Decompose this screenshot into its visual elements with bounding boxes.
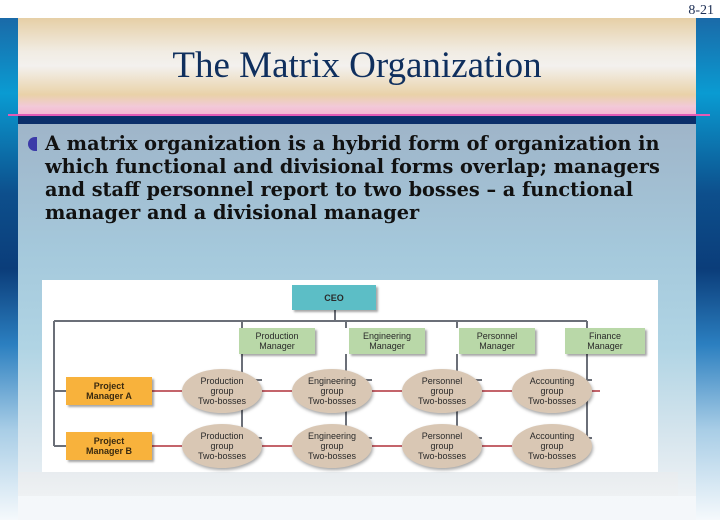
group-label: Production [200, 431, 244, 441]
slide-title: The Matrix Organization [172, 45, 542, 86]
production-group-a: Production group Two-bosses [182, 369, 262, 413]
group-label: Two-bosses [417, 451, 467, 461]
group-label: group [430, 441, 454, 451]
personnel-group-a: Personnel group Two-bosses [402, 369, 482, 413]
group-label: group [320, 386, 344, 396]
group-label: Personnel [421, 431, 463, 441]
manager-label: Manager [479, 341, 515, 351]
title-divider [8, 114, 710, 116]
project-manager-label: Project [93, 436, 125, 446]
group-label: group [430, 386, 454, 396]
group-label: group [320, 441, 344, 451]
ceo-label: CEO [324, 292, 344, 303]
group-label: Two-bosses [307, 451, 357, 461]
engineering-manager-box: Engineering Manager [349, 328, 425, 354]
manager-label: Manager [259, 341, 295, 351]
group-label: group [540, 441, 564, 451]
bullet-text: A matrix organization is a hybrid form o… [45, 132, 660, 224]
manager-label: Production [255, 331, 299, 341]
matrix-org-chart: CEO Production Manager Engineering Manag… [42, 280, 658, 472]
frame-left-edge [0, 18, 18, 520]
navy-band [18, 116, 696, 124]
project-manager-b-box: Project Manager B [66, 432, 152, 460]
half-circle-bullet-icon [28, 137, 37, 151]
project-manager-label: Manager A [86, 391, 132, 401]
project-manager-a-box: Project Manager A [66, 377, 152, 405]
group-label: Two-bosses [527, 396, 577, 406]
group-label: Two-bosses [527, 451, 577, 461]
manager-label: Finance [588, 331, 622, 341]
group-label: Personnel [421, 376, 463, 386]
personnel-group-b: Personnel group Two-bosses [402, 424, 482, 468]
manager-label: Engineering [362, 331, 412, 341]
group-label: Engineering [307, 376, 357, 386]
production-group-b: Production group Two-bosses [182, 424, 262, 468]
ceo-box: CEO [292, 285, 376, 310]
group-label: Two-bosses [417, 396, 467, 406]
group-label: Two-bosses [197, 451, 247, 461]
project-manager-label: Manager B [85, 446, 132, 456]
accounting-group-b: Accounting group Two-bosses [512, 424, 592, 468]
diagram-backdrop [18, 472, 678, 496]
frame-right-edge [696, 18, 720, 520]
slide-number: 8-21 [688, 3, 714, 18]
group-label: Production [200, 376, 244, 386]
personnel-manager-box: Personnel Manager [459, 328, 535, 354]
project-manager-label: Project [93, 381, 125, 391]
manager-label: Manager [587, 341, 623, 351]
group-label: Accounting [529, 431, 575, 441]
group-label: group [210, 386, 234, 396]
group-label: group [210, 441, 234, 451]
finance-manager-box: Finance Manager [565, 328, 645, 354]
engineering-group-b: Engineering group Two-bosses [292, 424, 372, 468]
manager-label: Manager [369, 341, 405, 351]
group-label: group [540, 386, 564, 396]
group-label: Engineering [307, 431, 357, 441]
group-label: Accounting [529, 376, 575, 386]
title-band: The Matrix Organization [18, 18, 696, 114]
bullet-item: A matrix organization is a hybrid form o… [28, 132, 688, 224]
production-manager-box: Production Manager [239, 328, 315, 354]
group-label: Two-bosses [197, 396, 247, 406]
manager-label: Personnel [476, 331, 518, 341]
engineering-group-a: Engineering group Two-bosses [292, 369, 372, 413]
group-label: Two-bosses [307, 396, 357, 406]
accounting-group-a: Accounting group Two-bosses [512, 369, 592, 413]
